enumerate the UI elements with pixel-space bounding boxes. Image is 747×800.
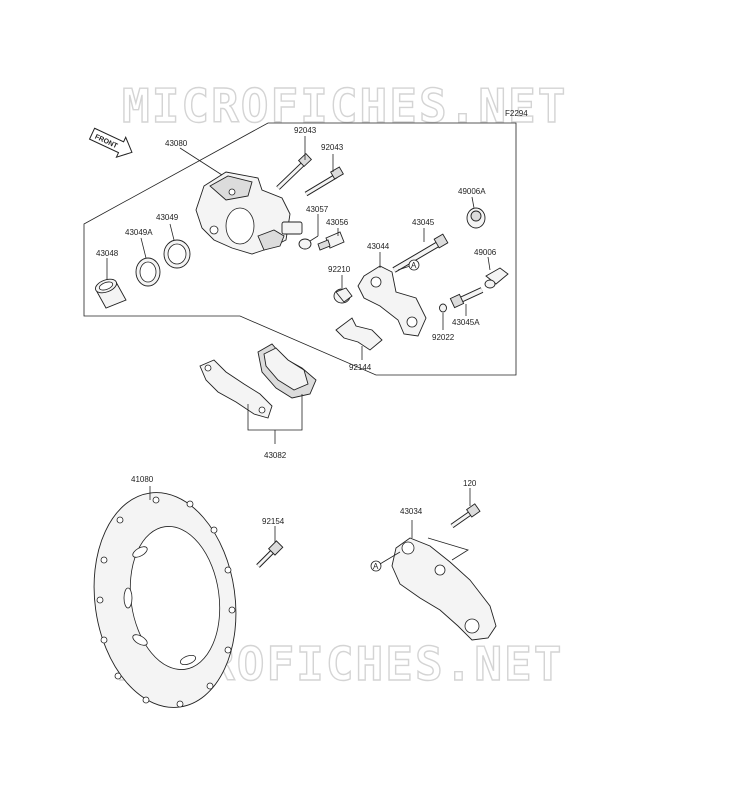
washer-92022 — [439, 303, 447, 313]
callout-a-lower: A — [370, 551, 401, 572]
watermark-top: MICROFICHES.NET — [122, 79, 567, 133]
part-49006A-label: 49006A — [458, 187, 486, 196]
figure-code: F2294 — [505, 109, 528, 118]
pin-43045A — [449, 287, 484, 309]
svg-text:A: A — [411, 261, 417, 270]
boot-49006 — [484, 267, 509, 289]
part-43045-label: 43045 — [412, 218, 435, 227]
caliper-assembly-frame — [83, 122, 517, 376]
part-49006-label: 49006 — [474, 248, 497, 257]
brake-pad-front — [257, 343, 317, 399]
part-41080-label: 41080 — [131, 475, 154, 484]
disc-bolt-92154 — [256, 540, 284, 568]
piston-seal-43049 — [163, 239, 191, 269]
part-43034-label: 43034 — [400, 507, 423, 516]
part-43049-label: 43049 — [156, 213, 179, 222]
part-43049A-label: 43049A — [125, 228, 153, 237]
part-43057-label: 43057 — [306, 205, 329, 214]
caliper-bracket-43044 — [357, 265, 427, 337]
cap-43057 — [298, 238, 312, 250]
part-92043-label-b: 92043 — [321, 143, 344, 152]
part-92043-label-a: 92043 — [294, 126, 317, 135]
part-92022-label: 92022 — [432, 333, 455, 342]
svg-text:A: A — [373, 562, 379, 571]
brake-disc-41080 — [93, 492, 237, 708]
part-92210-label: 92210 — [328, 265, 351, 274]
bleeder-valve-43056 — [317, 231, 345, 251]
pad-spring-92144 — [335, 317, 383, 351]
piston-43048 — [95, 278, 127, 309]
part-43082-label: 43082 — [264, 451, 287, 460]
part-43056-label: 43056 — [326, 218, 349, 227]
part-43045A-label: 43045A — [452, 318, 480, 327]
caliper-holder-43034 — [391, 537, 497, 641]
boot-49006A — [466, 207, 486, 229]
dust-seal-43049A — [135, 257, 161, 287]
bolt-92043-b — [304, 166, 344, 197]
part-43048-label: 43048 — [96, 249, 119, 258]
part-43044-label: 43044 — [367, 242, 390, 251]
part-120-label: 120 — [463, 479, 477, 488]
part-92154-label: 92154 — [262, 517, 285, 526]
sleeve-92210 — [333, 287, 353, 304]
callout-a-upper: A — [397, 259, 420, 271]
brake-pad-back — [199, 359, 273, 419]
bolt-120 — [450, 503, 481, 529]
caliper-body — [195, 171, 303, 255]
bolt-92043-a — [276, 153, 313, 190]
pin-43045 — [392, 233, 449, 273]
part-92144-label: 92144 — [349, 363, 372, 372]
part-43080-label: 43080 — [165, 139, 188, 148]
